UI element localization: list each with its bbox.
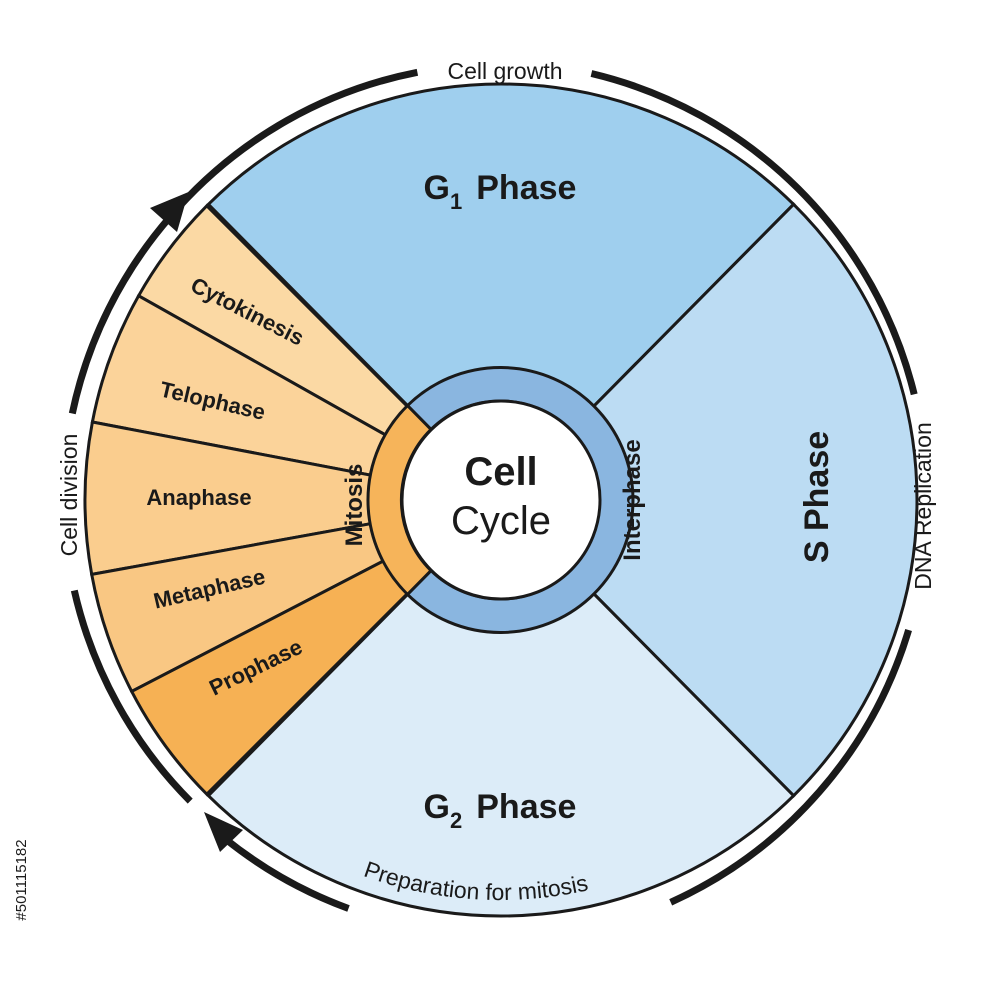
mitosis-label: Mitosis [341, 464, 368, 547]
s-phase-label: S Phase [798, 431, 836, 563]
arrowhead-bottom-left-icon [204, 812, 243, 852]
outer-arc-top-right [590, 70, 918, 396]
outer-arc-left-lower [70, 589, 193, 804]
cell-growth-label: Cell growth [447, 58, 562, 84]
center-title: Cell [464, 450, 537, 494]
g2-phase-sector [206, 497, 796, 918]
stock-id-text: #501115182 [13, 839, 30, 920]
arrowhead-top-left-icon [150, 192, 189, 232]
outer-cycle-arrows [68, 68, 918, 912]
outer-arc-right [669, 628, 912, 906]
stock-id-watermark: #501115182 [13, 839, 30, 920]
anaphase-label: Anaphase [146, 485, 251, 510]
g1-phase-sector [206, 82, 796, 503]
dna-replication-label: DNA Replication [910, 422, 936, 589]
cell-division-label: Cell division [56, 434, 82, 557]
center-subtitle: Cycle [451, 499, 551, 543]
s-phase-sector [498, 202, 919, 798]
outer-arc-left-upper [68, 214, 173, 415]
outer-arc-top [175, 68, 419, 210]
center-circle [400, 399, 602, 601]
interphase-label: Interphase [619, 439, 646, 560]
outer-arc-bottom [222, 835, 350, 912]
